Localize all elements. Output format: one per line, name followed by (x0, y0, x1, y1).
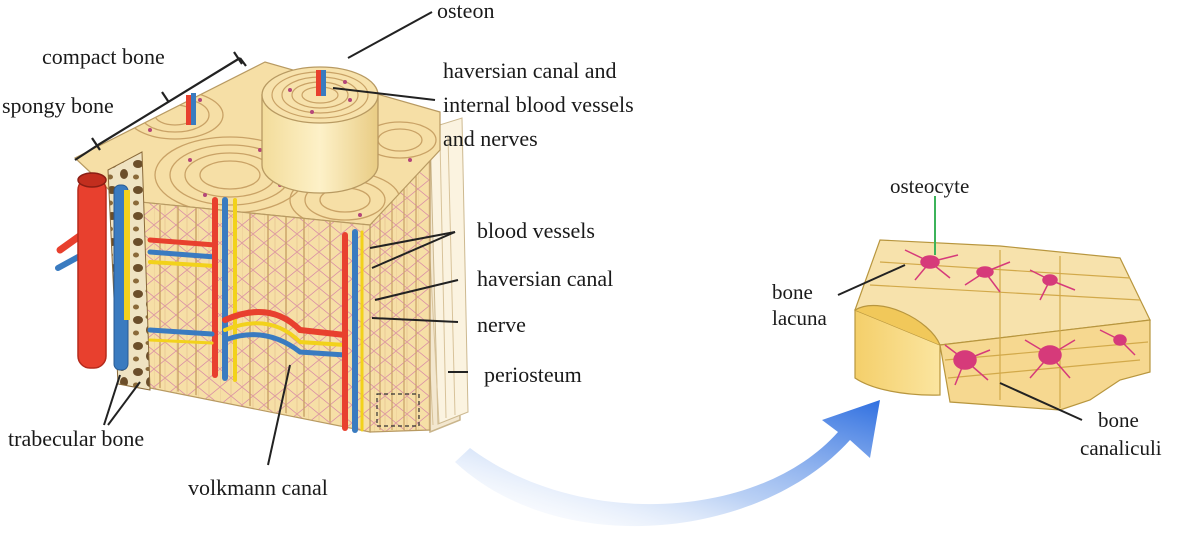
leader-lines (103, 11, 468, 466)
osteon-cylinder (261, 66, 379, 194)
label-bone-canaliculi-line2: canaliculi (1080, 436, 1162, 460)
compact-bone-brace (74, 57, 247, 161)
lacuna-leader (837, 264, 906, 296)
label-blood-vessels: blood vessels (477, 218, 595, 243)
label-haversian-line3: and nerves (443, 126, 538, 151)
label-osteon: osteon (437, 0, 495, 23)
label-trabecular-bone: trabecular bone (8, 426, 145, 451)
label-osteocyte: osteocyte (890, 174, 970, 198)
label-compact-bone: compact bone (42, 44, 165, 69)
label-volkmann-canal: volkmann canal (188, 475, 328, 500)
zoom-arrow (455, 400, 880, 527)
label-spongy-bone: spongy bone (2, 93, 114, 118)
label-haversian-line1: haversian canal and (443, 58, 617, 83)
osteocytes (904, 249, 1136, 386)
label-haversian-canal: haversian canal (477, 266, 614, 291)
label-nerve: nerve (477, 312, 526, 337)
bone-block (55, 61, 469, 434)
label-bone-lacuna-line2: lacuna (772, 306, 827, 330)
main-blood-vessels (55, 172, 130, 371)
canal-vessels (147, 197, 364, 433)
label-periosteum: periosteum (484, 362, 582, 387)
magnified-bone-chunk (854, 239, 1151, 411)
canaliculi-leader (999, 382, 1083, 421)
selection-box (376, 393, 420, 427)
label-bone-canaliculi-line1: bone (1098, 408, 1139, 432)
label-haversian-line2: internal blood vessels (443, 92, 634, 117)
label-bone-lacuna-line1: bone (772, 280, 813, 304)
